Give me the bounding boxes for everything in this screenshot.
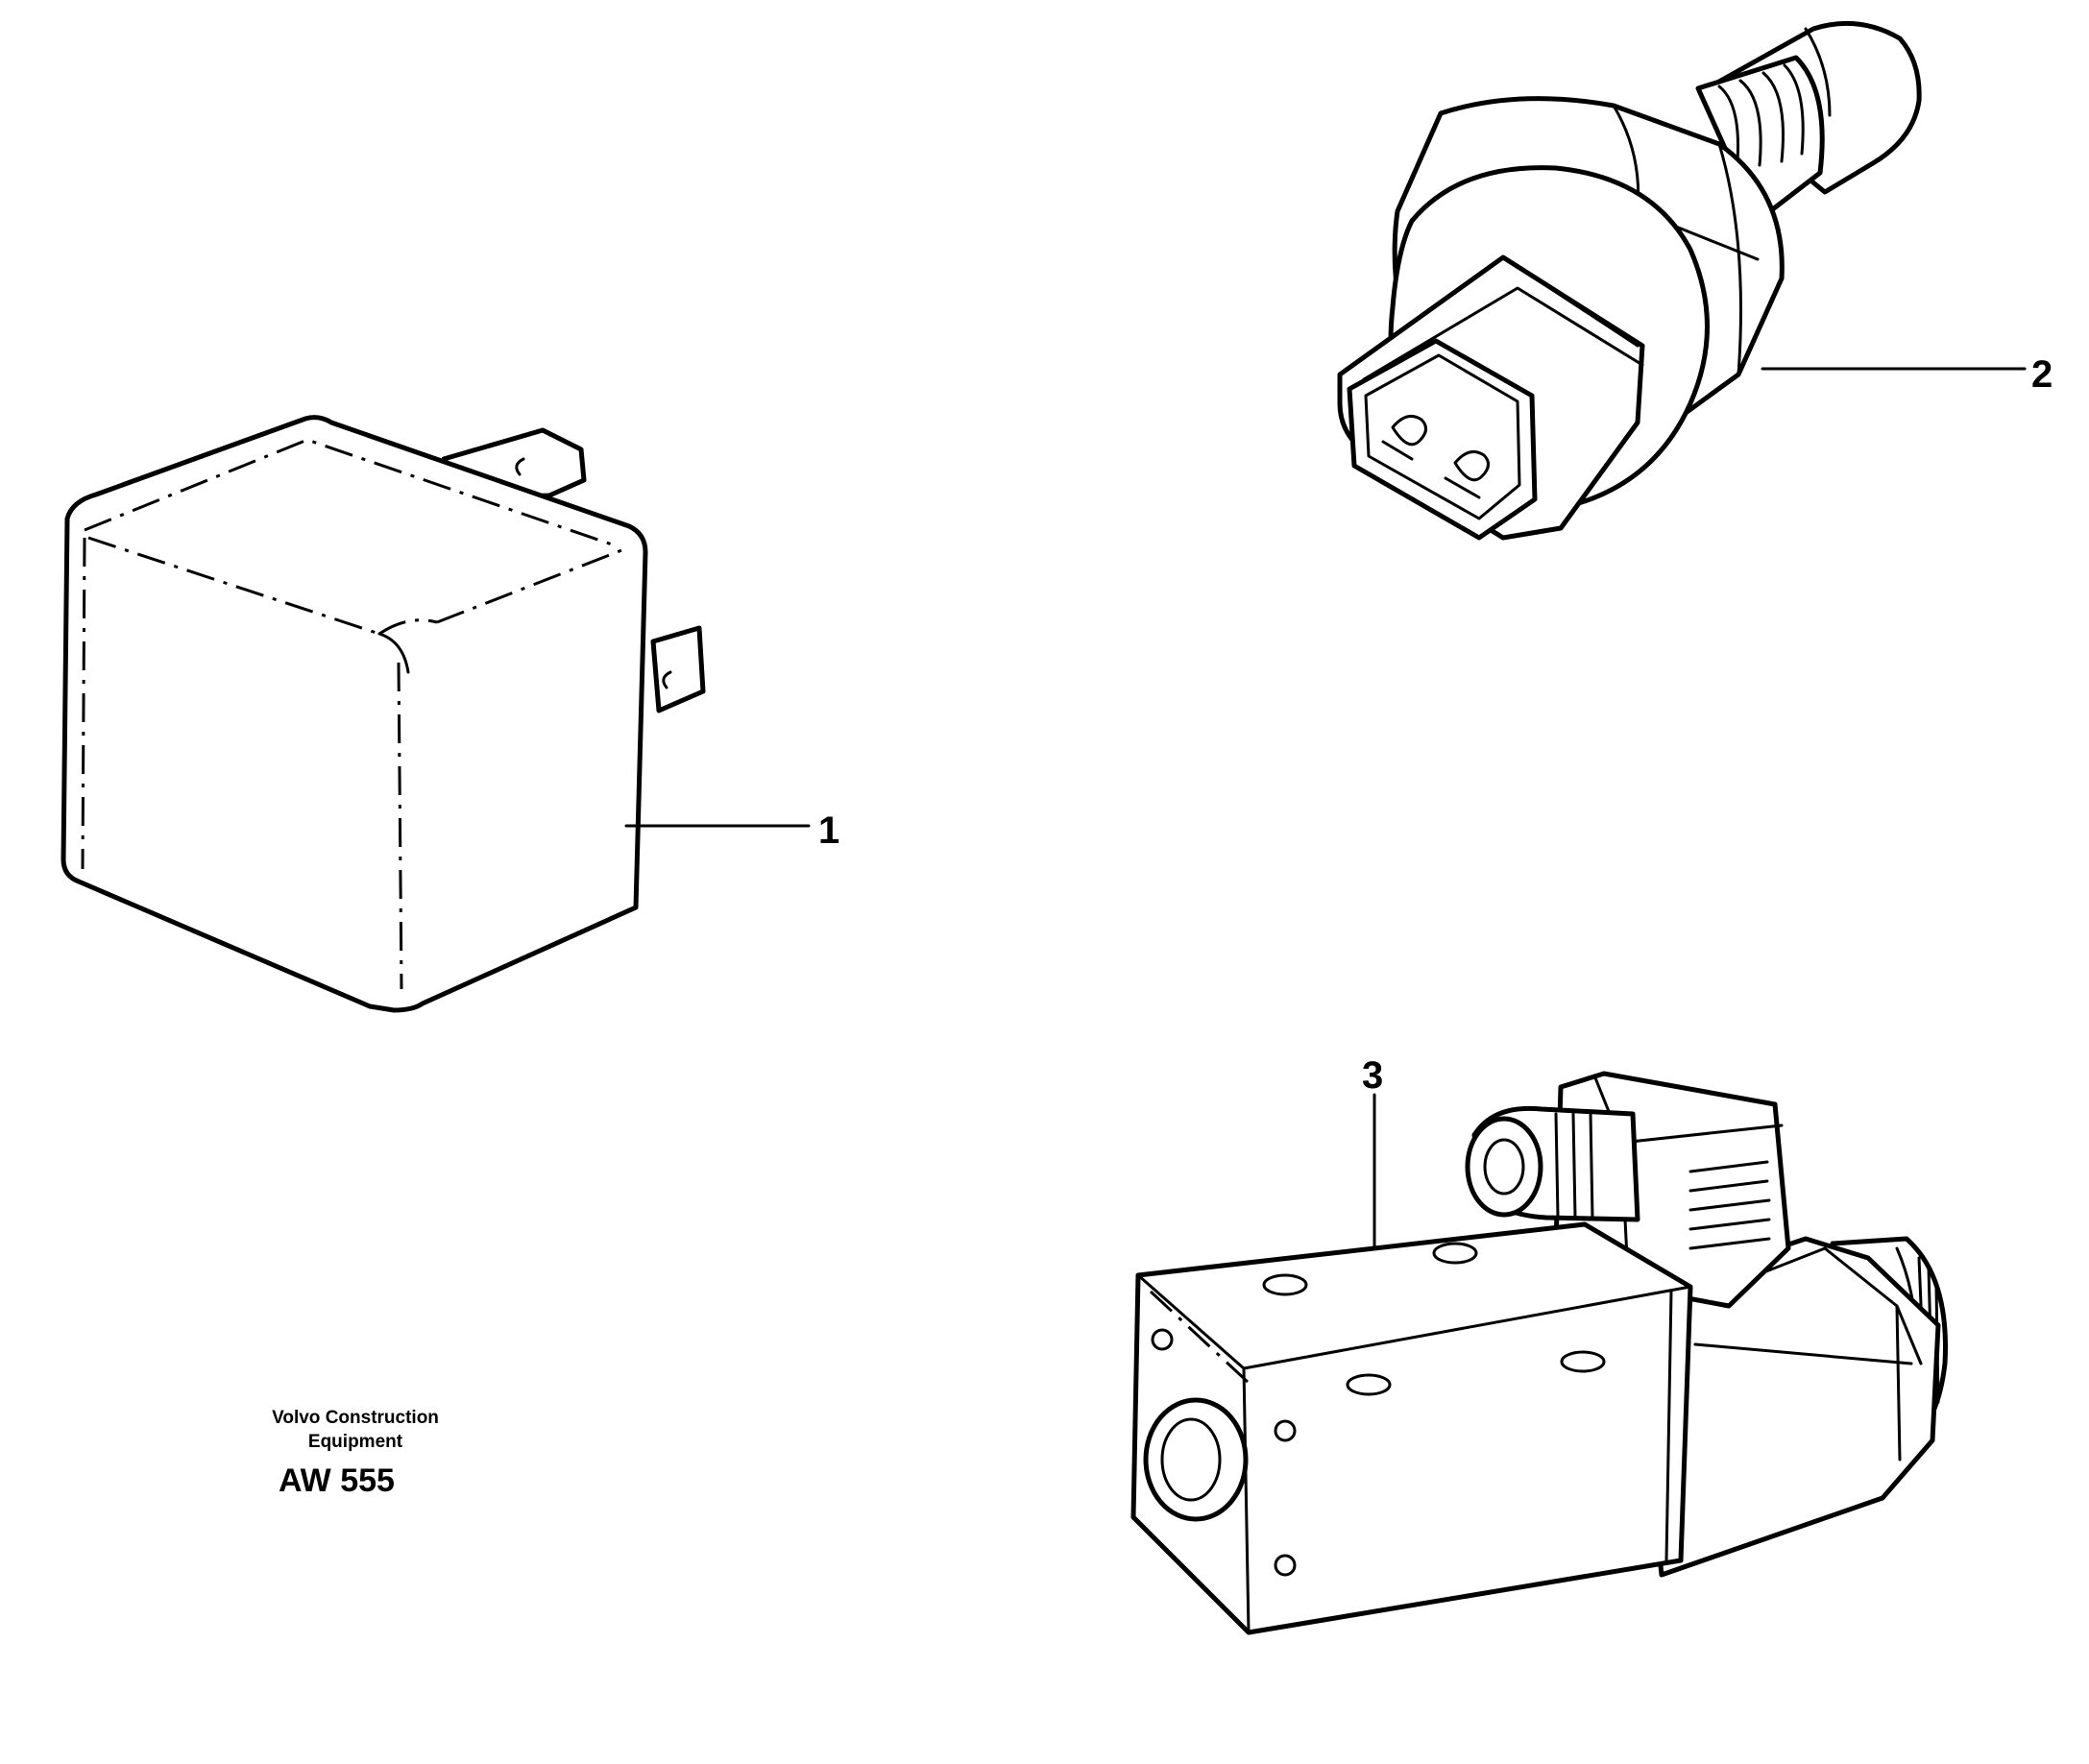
caption-company-line1: Volvo Construction — [272, 1408, 439, 1428]
caption-company-line2: Equipment — [307, 1432, 403, 1452]
callout-2: 2 — [2031, 353, 2053, 396]
callout-3: 3 — [1362, 1054, 1384, 1097]
caption-drawing-code: AW 555 — [279, 1462, 395, 1499]
callout-1: 1 — [818, 810, 840, 852]
relay-box-illustration — [61, 415, 811, 1013]
pressure-switch-illustration — [1337, 20, 2027, 541]
solenoid-valve-illustration — [1130, 1071, 1948, 1635]
